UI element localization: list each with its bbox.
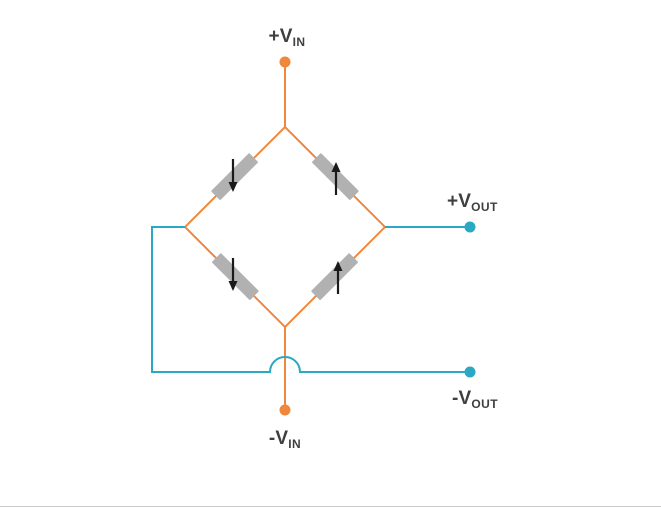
terminal-vout-negative [464,366,476,378]
label-vout-positive-text: +V [447,191,472,212]
terminal-vin-positive [279,56,291,68]
label-vin-negative-text: -V [268,428,289,449]
output-wires [151,226,470,373]
label-vin-negative-sub: IN [288,437,302,451]
label-vout-negative-text: -V [452,388,472,409]
label-vout-negative: -VOUT [452,389,498,410]
bridge-diamond [183,125,387,329]
label-vin-positive: +VIN [269,27,306,48]
terminal-vin-negative [279,404,291,416]
strain-gauge-bottom-right [311,253,358,300]
strain-gauge-bottom-left [212,253,259,300]
label-vout-positive: +VOUT [447,192,498,213]
terminals [279,56,476,416]
strain-arrows [228,159,343,294]
terminal-vout-positive [464,221,476,233]
label-vout-negative-sub: OUT [471,397,498,411]
label-vin-negative: -VIN [269,429,301,450]
label-vout-positive-sub: OUT [471,200,498,214]
wire-vout-negative-lead [151,226,470,373]
strain-gauge-top-left [211,153,258,200]
label-vin-positive-sub: IN [292,35,306,49]
label-vin-positive-text: +V [268,26,293,47]
